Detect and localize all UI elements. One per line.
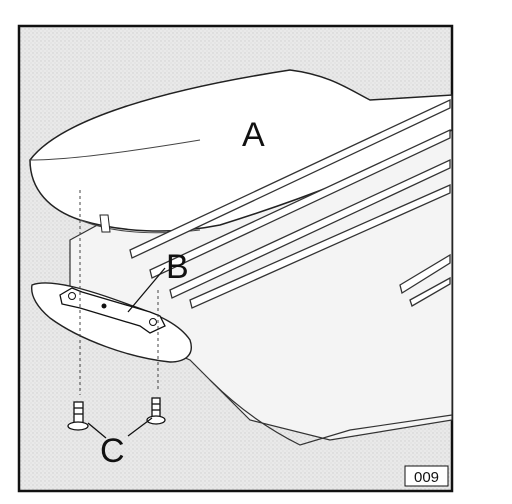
body-lower-edge (209, 379, 453, 446)
bracket-hole-mid (101, 303, 107, 309)
alignment-lines (79, 190, 159, 395)
vent-slots (129, 98, 451, 309)
bracket-hole-left (68, 292, 76, 300)
spoiler-a-edge (29, 139, 201, 161)
label-b: B (166, 248, 189, 286)
figure-number: 009 (414, 469, 439, 486)
label-c: C (100, 432, 125, 470)
figure-number-box (404, 465, 449, 487)
label-a: A (242, 116, 265, 154)
bracket-b (59, 287, 166, 334)
fastener-left (67, 401, 89, 431)
leader-lines (87, 267, 166, 439)
bracket-hole-right (149, 318, 157, 326)
spoiler-mount-post (99, 214, 111, 233)
